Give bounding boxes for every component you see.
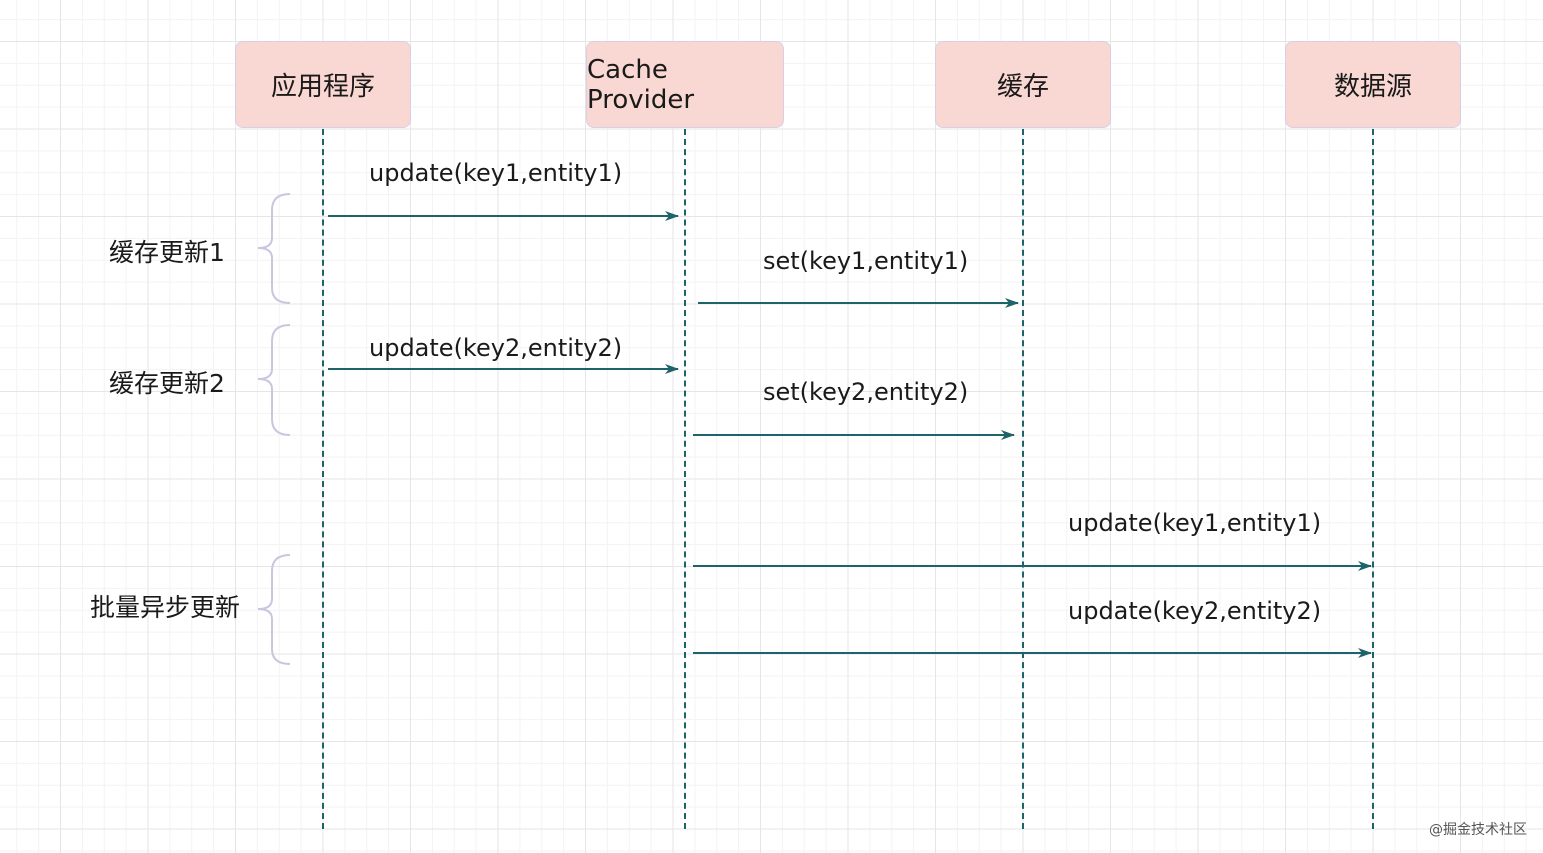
lifeline-datasource: [1372, 129, 1374, 829]
message-label-2: set(key1,entity1): [763, 247, 969, 275]
participant-datasource: 数据源: [1285, 41, 1461, 128]
group-brace-1: [257, 193, 291, 304]
lifeline-cache-provider: [684, 129, 686, 829]
lifeline-cache: [1022, 129, 1024, 829]
message-label-3: update(key2,entity2): [369, 334, 623, 362]
group-brace-3: [257, 554, 291, 665]
group-label-3: 批量异步更新: [90, 593, 241, 622]
group-label-2: 缓存更新2: [109, 369, 225, 398]
participant-cache-provider: Cache Provider: [586, 41, 784, 128]
message-label-1: update(key1,entity1): [369, 159, 623, 187]
message-label-4: set(key2,entity2): [763, 378, 969, 406]
lifeline-app: [322, 129, 324, 829]
group-brace-2: [257, 324, 291, 436]
participant-cache: 缓存: [935, 41, 1111, 128]
watermark: @掘金技术社区: [1429, 822, 1527, 838]
message-label-5: update(key1,entity1): [1068, 509, 1322, 537]
message-label-6: update(key2,entity2): [1068, 597, 1322, 625]
participant-app: 应用程序: [235, 41, 411, 128]
group-label-1: 缓存更新1: [109, 238, 225, 267]
